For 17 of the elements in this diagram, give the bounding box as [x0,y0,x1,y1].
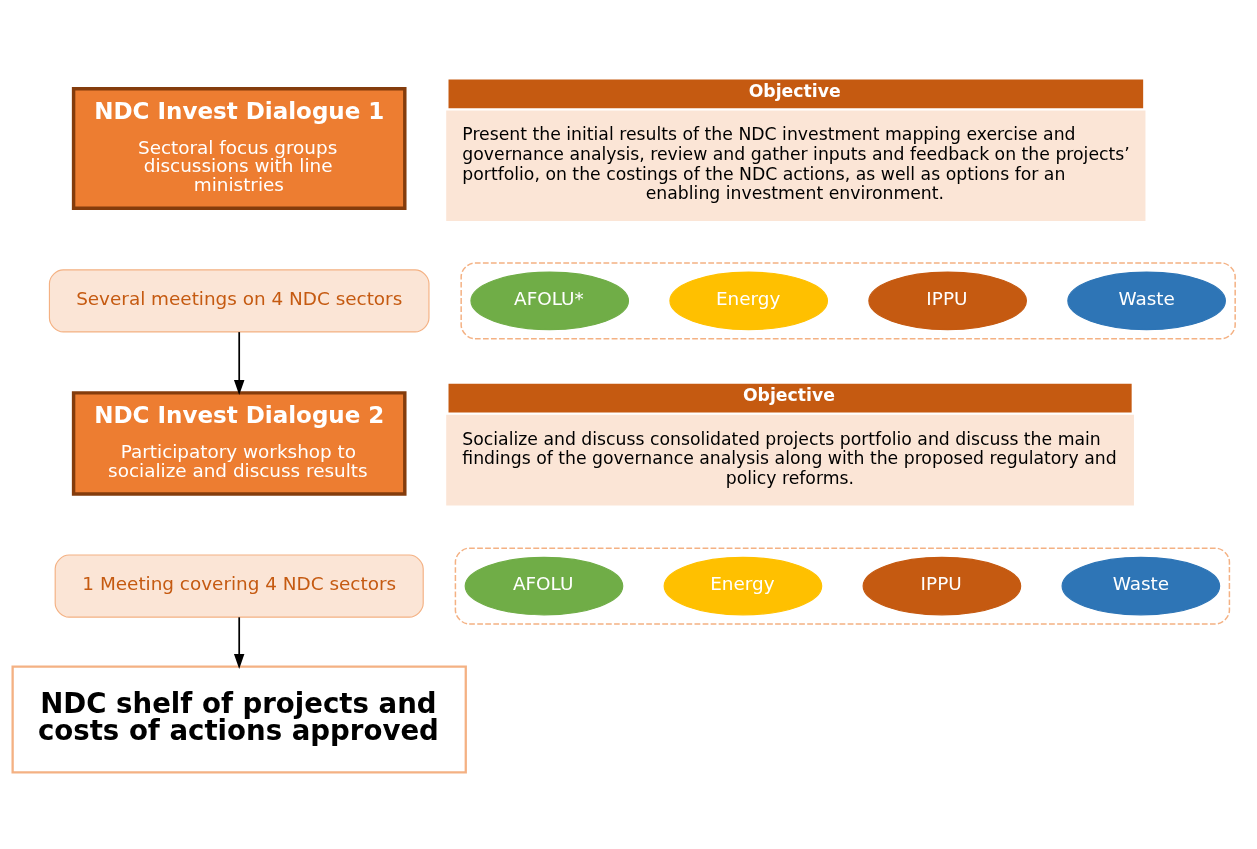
cluster [460,262,1236,340]
node-ellipse: Waste [1061,556,1221,616]
node-ellipse: IPPU [862,556,1022,616]
node-box: NDC Invest Dialogue 2 Participatory workshop to socialize and discuss results [71,391,407,496]
arrow [233,616,245,669]
node-box: NDC Invest Dialogue 1 Sectoral focus groups discussions with line ministries [71,86,407,210]
node-ellipse: Waste [1067,271,1226,331]
node-ellipse: Energy [663,556,823,616]
node-ellipse: IPPU [868,271,1027,331]
node-box: NDC shelf of projects and costs of actions approved [11,665,467,774]
node-ellipse: Energy [669,271,829,331]
arrow [233,331,245,395]
cluster [454,547,1231,625]
node-box: Several meetings on 4 NDC sectors [48,269,430,333]
node-ellipse: AFOLU* [470,271,630,331]
node-box: 1 Meeting covering 4 NDC sectors [54,554,424,618]
node-ellipse: AFOLU [464,556,624,616]
